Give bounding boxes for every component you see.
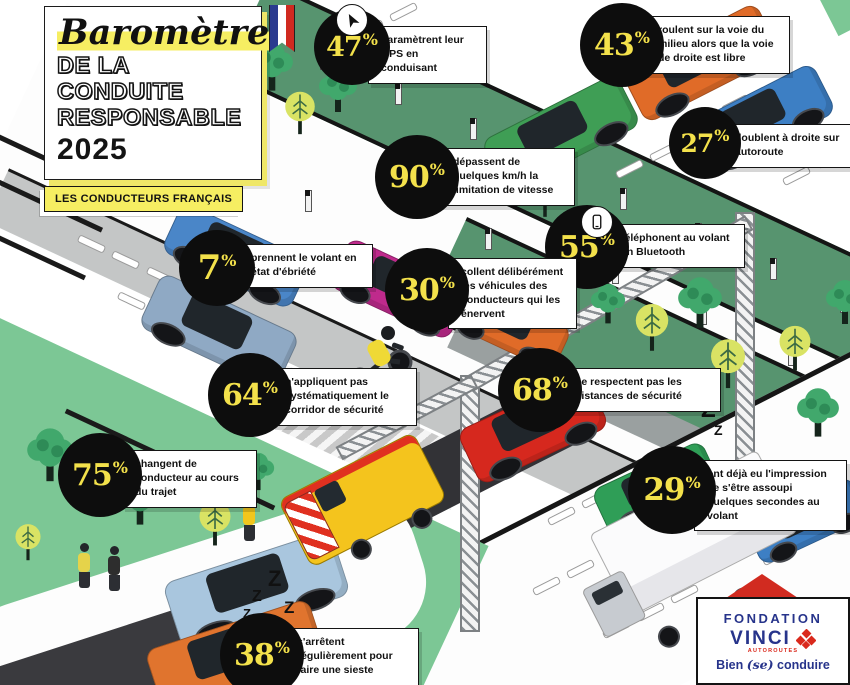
pedestrian-legs (243, 525, 255, 541)
stat-label: prennent le volant en état d'ébriété (238, 244, 373, 288)
stat-bubble: 38% (220, 613, 304, 685)
stat-label: dépassent de quelques km/h la limitation… (440, 148, 575, 206)
stat-bubble: 27% (669, 107, 741, 179)
red-roof-icon (726, 574, 798, 598)
stat-bubble: 43% (580, 3, 664, 87)
pedestrian-torso (243, 506, 255, 525)
phone-icon (581, 206, 613, 238)
stat-label: ne respectent pas les distances de sécur… (562, 368, 721, 412)
leaf-tree-icon (11, 521, 45, 562)
pedestrian-torso (78, 553, 90, 572)
leaf-tree-icon (774, 322, 816, 372)
sleep-z-symbol: Z (284, 598, 295, 617)
pedestrian-icon (78, 543, 90, 588)
bollard-post-icon (620, 188, 627, 210)
pedestrian-legs (78, 572, 90, 588)
title-year: 2025 (57, 132, 128, 166)
leaf-tree-icon (705, 335, 751, 390)
stat-bubble: 29% (628, 446, 716, 534)
stat-label: roulent sur la voie du milieu alors que … (645, 16, 790, 74)
stat-label: doublent à droite sur autoroute (722, 124, 850, 168)
subtitle-badge: LES CONDUCTEURS FRANÇAIS (44, 186, 244, 212)
gantry-post-icon (460, 375, 480, 632)
title-barometre: Baromètre (57, 12, 272, 53)
stat-label: changent de conducteur au cours du traje… (122, 450, 257, 508)
vinci-red-mark-icon (795, 628, 816, 649)
sleep-z-symbol: Z (714, 422, 723, 438)
tree-icon (825, 278, 850, 326)
stat-bubble: 75% (58, 433, 142, 517)
stat-label: collent délibérément les véhicules des c… (448, 258, 577, 330)
pedestrian-torso (108, 556, 120, 575)
logo-fondation-text: FONDATION (723, 610, 823, 626)
stat-label: s'arrêtent régulièrement pour faire une … (284, 628, 419, 685)
sleep-z-symbol: Z (268, 566, 282, 591)
logo-brand-row: VINCI (730, 628, 816, 650)
pedestrian-head (79, 543, 89, 552)
tree-icon (677, 275, 723, 330)
sleep-z-symbol: Z (243, 606, 251, 621)
title-line-conduite: CONDUITE (56, 77, 184, 105)
bollard-post-icon (485, 228, 492, 250)
leaf-tree-icon (194, 497, 236, 547)
title-card: Baromètre DE LA CONDUITE RESPONSABLE 202… (44, 5, 295, 180)
stat-label: ont déjà eu l'impression de s'être assou… (694, 460, 847, 532)
leaf-tree-icon (280, 88, 320, 136)
lane-dash-marking (388, 1, 419, 22)
stat-bubble: 64% (208, 353, 292, 437)
wheel-icon (173, 681, 220, 685)
bollard-post-icon (470, 118, 477, 140)
logo-vinci-text: VINCI (730, 627, 791, 649)
lane-dash-marking (781, 165, 812, 187)
wheel-icon (485, 451, 527, 486)
sleep-z-symbol: Z (252, 588, 262, 605)
bollard-post-icon (770, 258, 777, 280)
leaf-tree-icon (630, 300, 674, 353)
stat-bubble: 68% (498, 348, 582, 432)
tree-icon (590, 282, 626, 325)
stat-label: n'appliquent pas systématiquement le cor… (272, 368, 417, 426)
logo-autoroutes-text: AUTOROUTES (747, 647, 799, 654)
stat-bubble: 30% (385, 248, 469, 332)
stat-label: téléphonent au volant en Bluetooth (608, 224, 745, 268)
tree-icon (796, 386, 840, 439)
title-line-dela: DE LA (56, 51, 130, 79)
pedestrian-icon (108, 546, 120, 591)
bollard-post-icon (305, 190, 312, 212)
bollard-post-icon (395, 83, 402, 105)
stat-bubble: 7% (179, 230, 255, 306)
tree-icon (26, 426, 74, 484)
pedestrian-head (109, 546, 119, 555)
pedestrian-legs (108, 575, 120, 591)
stat-bubble: 90% (375, 135, 459, 219)
fondation-vinci-logo: FONDATION VINCI AUTOROUTES Bien (se) con… (696, 597, 850, 685)
title-line-responsable: RESPONSABLE (56, 104, 242, 132)
logo-tagline: Bien (se) conduire (716, 656, 830, 672)
gps-arrow-icon (336, 4, 368, 36)
